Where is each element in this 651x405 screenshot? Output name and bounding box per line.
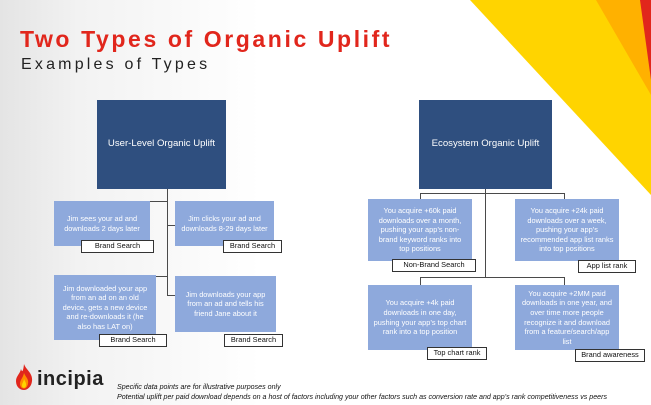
corner-red-shape (640, 0, 651, 80)
user-level-head-label: User-Level Organic Uplift (107, 138, 216, 150)
right-leaf-1: You acquire +60k paid downloads over a m… (368, 199, 472, 261)
flame-logo-icon (16, 364, 33, 390)
logo-wordmark: incipia (37, 368, 104, 390)
left-branch-line-1 (137, 201, 167, 202)
left-leaf-4-tag: Brand Search (224, 334, 283, 347)
left-leaf-4: Jim downloads your app from an ad and te… (175, 276, 276, 332)
right-bottom-left-drop (420, 277, 421, 285)
right-leaf-3: You acquire +4k paid downloads in one da… (368, 285, 472, 350)
right-bottom-right-drop (564, 277, 565, 285)
left-leaf-1-text: Jim sees your ad and downloads 2 days la… (64, 213, 140, 233)
footer-note-2: Potential uplift per paid download depen… (117, 393, 608, 401)
left-leaf-3-text: Jim downloaded your app from an ad on an… (62, 283, 148, 331)
corner-yellow-shape (470, 0, 651, 195)
ecosystem-head-box: Ecosystem Organic Uplift (419, 100, 552, 189)
ecosystem-head-label: Ecosystem Organic Uplift (431, 138, 540, 150)
corner-orange-shape (596, 0, 651, 95)
right-bottom-bar-line (420, 277, 565, 278)
right-trunk-line (485, 188, 486, 277)
right-leaf-3-tag: Top chart rank (427, 347, 487, 360)
right-top-left-drop (420, 193, 421, 199)
left-leaf-3-tag: Brand Search (99, 334, 167, 347)
slide-subtitle: Examples of Types (21, 56, 211, 73)
footer-note-1: Specific data points are for illustrativ… (117, 383, 281, 391)
slide-title: Two Types of Organic Uplift (20, 26, 393, 52)
right-top-right-drop (564, 193, 565, 199)
left-branch-line-4 (167, 295, 176, 296)
left-branch-line-3 (156, 276, 167, 277)
right-leaf-1-tag: Non-Brand Search (392, 259, 476, 272)
right-leaf-4-tag: Brand awareness (575, 349, 645, 362)
left-leaf-2: Jim clicks your ad and downloads 8-29 da… (175, 201, 274, 246)
right-leaf-1-text: You acquire +60k paid downloads over a m… (378, 206, 462, 254)
left-leaf-2-text: Jim clicks your ad and downloads 8-29 da… (181, 213, 268, 233)
right-leaf-2: You acquire +24k paid downloads over a w… (515, 199, 619, 261)
user-level-head-box: User-Level Organic Uplift (97, 100, 226, 189)
right-leaf-4: You acquire +2MM paid downloads in one y… (515, 285, 619, 350)
left-branch-line-2 (167, 225, 176, 226)
right-top-bar-line (420, 193, 565, 194)
left-leaf-2-tag: Brand Search (223, 240, 282, 253)
left-leaf-1: Jim sees your ad and downloads 2 days la… (54, 201, 150, 246)
left-leaf-3: Jim downloaded your app from an ad on an… (54, 275, 156, 340)
left-leaf-4-text: Jim downloads your app from an ad and te… (185, 289, 266, 318)
left-leaf-1-tag: Brand Search (81, 240, 154, 253)
right-leaf-2-tag: App list rank (578, 260, 636, 273)
right-leaf-4-text: You acquire +2MM paid downloads in one y… (522, 288, 612, 346)
right-leaf-2-text: You acquire +24k paid downloads over a w… (520, 206, 614, 254)
right-leaf-3-text: You acquire +4k paid downloads in one da… (373, 298, 467, 337)
left-trunk-line (167, 188, 168, 296)
